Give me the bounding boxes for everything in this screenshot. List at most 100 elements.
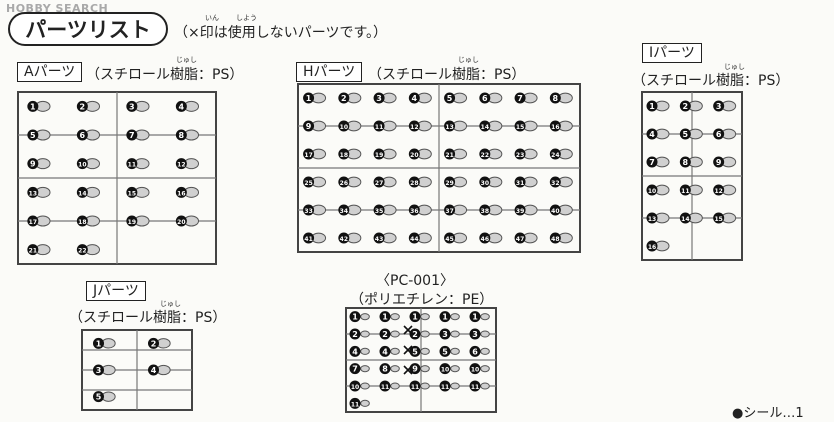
svg-text:19: 19 [375,152,383,159]
svg-text:1: 1 [382,313,388,322]
part-number-marker: 15 [126,186,138,198]
svg-text:15: 15 [714,216,722,223]
part-number-marker: 24 [549,148,561,160]
part-number-marker: 7 [646,156,658,168]
part-number-marker: 4 [175,100,187,112]
svg-text:43: 43 [375,236,383,243]
part-number-marker: 2 [148,337,159,349]
part-number-marker: 15 [713,212,725,224]
part-shape [480,313,490,321]
svg-text:16: 16 [177,190,185,197]
svg-text:10: 10 [441,367,449,374]
svg-text:4: 4 [151,366,157,375]
svg-text:6: 6 [472,347,478,356]
part-number-marker: 5 [439,345,451,357]
svg-text:12: 12 [714,188,722,195]
svg-text:2: 2 [683,102,689,111]
part-number-marker: 18 [76,215,88,227]
svg-text:7: 7 [129,131,135,140]
svg-text:9: 9 [306,122,312,131]
part-number-marker: 46 [479,232,491,244]
part-number-marker: 9 [27,158,39,170]
part-number-marker: 11 [373,120,385,132]
svg-text:26: 26 [340,180,348,187]
section-material-i: （スチロール樹脂：PS） [632,73,790,89]
svg-text:8: 8 [553,94,559,103]
part-number-marker: 10 [646,184,658,196]
part-number-marker: 4 [148,364,159,376]
part-number-marker: 35 [373,204,385,216]
part-shape [360,313,370,321]
svg-text:11: 11 [441,384,449,391]
svg-text:40: 40 [551,208,559,215]
svg-text:4: 4 [179,102,185,111]
svg-text:3: 3 [472,330,478,339]
part-number-marker: 26 [338,176,350,188]
svg-text:14: 14 [481,124,489,131]
svg-text:5: 5 [442,347,448,356]
part-number-marker: 39 [514,204,526,216]
svg-text:4: 4 [412,94,418,103]
svg-text:24: 24 [551,152,559,159]
svg-text:1: 1 [472,313,478,322]
svg-text:20: 20 [177,219,185,226]
part-number-marker: 1 [303,92,315,104]
part-number-marker: 11 [679,184,691,196]
svg-text:37: 37 [445,208,453,215]
part-shape [480,347,490,355]
part-shape [360,365,370,373]
section-label-j: Jパーツ [86,281,146,301]
part-shape [360,347,370,355]
part-number-marker: 4 [379,345,391,357]
section-label-h: Hパーツ [296,62,363,82]
part-number-marker: 5 [444,92,456,104]
svg-text:8: 8 [382,365,388,374]
svg-text:6: 6 [716,130,722,139]
svg-text:5: 5 [30,131,36,140]
part-number-marker: 2 [679,100,691,112]
unused-part-marks [403,325,413,375]
svg-text:13: 13 [29,190,37,197]
part-number-marker: 3 [713,100,725,112]
part-number-marker: 8 [549,92,561,104]
svg-text:3: 3 [129,102,135,111]
part-number-marker: 11 [379,380,391,392]
section-material-h: （スチロール樹脂：PS） [368,67,526,83]
svg-text:2: 2 [412,330,418,339]
part-number-marker: 13 [27,186,39,198]
part-number-marker: 10 [338,120,350,132]
part-number-marker: 11 [469,380,481,392]
ruby-jushi-j: じゅし [160,300,181,308]
part-number-marker: 21 [27,244,39,256]
part-number-marker: 1 [349,311,361,323]
svg-text:28: 28 [410,180,418,187]
svg-text:39: 39 [516,208,524,215]
part-number-marker: 8 [679,156,691,168]
part-number-marker: 33 [303,204,315,216]
part-number-marker: 3 [439,328,451,340]
svg-text:1: 1 [306,94,312,103]
svg-text:23: 23 [516,152,524,159]
part-number-marker: 6 [713,128,725,140]
part-number-marker: 14 [679,212,691,224]
svg-text:1: 1 [412,313,418,322]
svg-text:14: 14 [681,216,689,223]
svg-text:48: 48 [551,236,559,243]
svg-text:45: 45 [445,236,453,243]
svg-text:17: 17 [304,152,312,159]
svg-text:11: 11 [681,188,689,195]
part-number-marker: 5 [409,345,421,357]
part-number-marker: 12 [713,184,725,196]
part-shape [390,330,400,338]
part-shape [360,382,370,390]
svg-text:47: 47 [516,236,524,243]
part-shape [390,313,400,321]
part-number-marker: 38 [479,204,491,216]
svg-text:22: 22 [481,152,489,159]
part-shape [420,347,430,355]
part-number-marker: 1 [379,311,391,323]
part-number-marker: 40 [549,204,561,216]
part-number-marker: 12 [175,158,187,170]
